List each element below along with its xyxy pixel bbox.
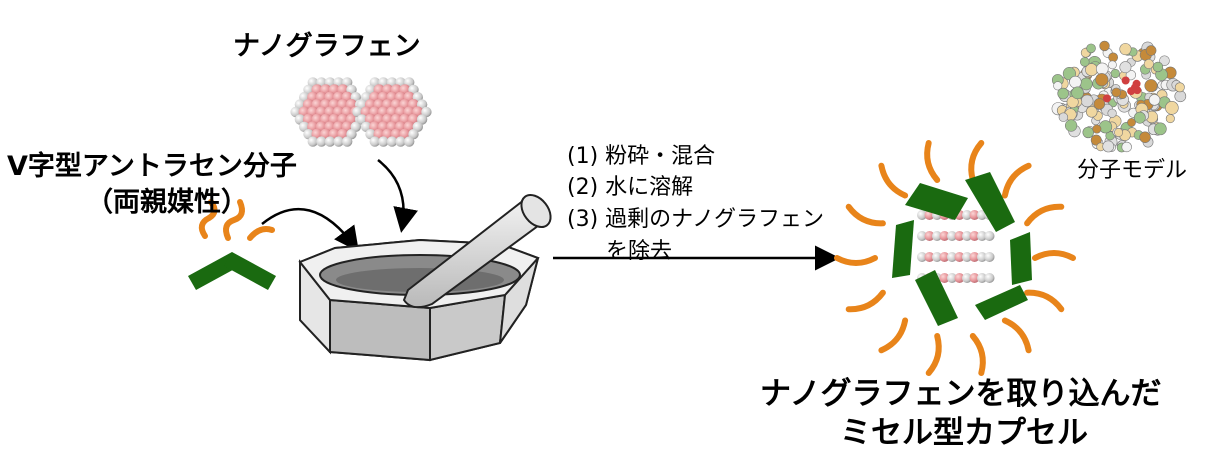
- micelle-capsule-icon: [834, 140, 1076, 376]
- result-title-line2: ミセル型カプセル: [840, 415, 1088, 451]
- v-molecule-label: V字型アントラセン分子: [7, 151, 297, 182]
- amphiphilic-label: （両親媒性）: [86, 187, 248, 218]
- v-shaped-molecule-icon: [188, 199, 276, 290]
- molecular-model-label: 分子モデル: [1077, 158, 1188, 183]
- result-title-line1: ナノグラフェンを取り込んだ: [760, 376, 1162, 412]
- step-3-continued: を除去: [606, 239, 673, 264]
- nanographene-molecule-icon: [290, 77, 432, 147]
- molecular-model-icon: [1051, 40, 1187, 153]
- arrow-nanographene-to-mortar: [377, 159, 418, 233]
- step-3: (3) 過剰のナノグラフェン: [567, 207, 825, 232]
- nanographene-label: ナノグラフェン: [233, 31, 421, 62]
- pestle-icon: [402, 194, 552, 309]
- step-1: (1) 粉砕・混合: [567, 144, 716, 169]
- step-2: (2) 水に溶解: [567, 175, 694, 200]
- arrow-vmolecule-to-mortar: [261, 207, 359, 253]
